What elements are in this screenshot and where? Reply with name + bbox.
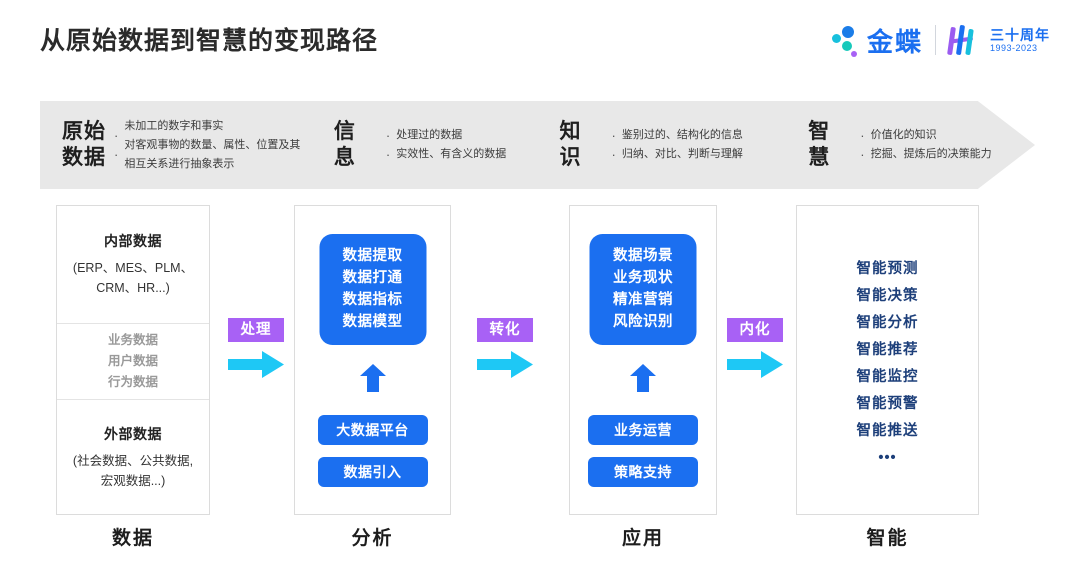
application-capability-box: 数据场景 业务现状 精准营销 风险识别 <box>589 234 697 345</box>
anniversary-label: 三十周年 <box>990 26 1050 43</box>
bullet-markers: ·· <box>860 128 865 162</box>
application-capability-item: 数据场景 <box>613 248 673 264</box>
data-type-item: 行为数据 <box>107 375 158 389</box>
data-types-section: 业务数据 用户数据 行为数据 <box>57 323 209 400</box>
pipeline-columns: 内部数据 (ERP、MES、PLM、CRM、HR...) 业务数据 用户数据 行… <box>0 205 1080 517</box>
connector-label: 处理 <box>228 318 284 342</box>
bullet-markers: ·· <box>611 128 616 162</box>
banner-stage-title-line1: 智 <box>808 120 831 144</box>
banner-bullet-text: 实效性、有含义的数据 <box>396 148 507 160</box>
connector-label: 转化 <box>477 318 533 342</box>
internal-data-sub: (ERP、MES、PLM、CRM、HR...) <box>72 261 194 295</box>
right-arrow-icon <box>228 351 284 378</box>
application-capability-item: 风险识别 <box>613 314 673 330</box>
anniversary-text: 三十周年 1993-2023 <box>990 27 1050 53</box>
connector-transform: 转化 <box>477 318 533 378</box>
banner-stage-title: 知 识 <box>560 119 608 170</box>
intelligence-item: 智能推送 <box>856 423 919 439</box>
external-data-title: 外部数据 <box>104 425 162 442</box>
banner-stage-title-line2: 数据 <box>62 146 106 169</box>
banner-stage-title-line2: 息 <box>333 146 356 169</box>
data-type-item: 业务数据 <box>107 333 158 347</box>
internal-data-title: 内部数据 <box>104 233 162 249</box>
up-arrow-icon <box>630 364 656 392</box>
banner-stage-raw-data: 原始 数据 ·· 未加工的数字和事实 对客观事物的数量、属性、位置及其相互关系进… <box>40 101 312 189</box>
analysis-platform-pill[interactable]: 大数据平台 <box>317 415 428 445</box>
bullet-markers: ·· <box>114 128 119 162</box>
intelligence-item: 智能分析 <box>856 315 919 331</box>
banner-bullet-text: 挖掘、提炼后的决策能力 <box>870 148 992 160</box>
banner-stage-title-line1: 信 <box>333 120 356 144</box>
column-card-application: 数据场景 业务现状 精准营销 风险识别 业务运营 策略支持 <box>569 205 717 515</box>
bottom-label-analysis: 分析 <box>351 528 394 549</box>
banner-stage-title: 信 息 <box>334 119 382 170</box>
analysis-capability-item: 数据提取 <box>342 248 403 264</box>
connector-internalize: 内化 <box>727 318 783 378</box>
banner-bullet-text: 处理过的数据 <box>396 129 463 141</box>
application-operations-pill[interactable]: 业务运营 <box>588 415 698 445</box>
banner-stage-information: 信 息 ·· 处理过的数据 实效性、有含义的数据 <box>312 101 538 189</box>
internal-data-section: 内部数据 (ERP、MES、PLM、CRM、HR...) <box>57 206 209 323</box>
application-capability-item: 精准营销 <box>613 292 673 308</box>
right-arrow-icon <box>727 351 783 378</box>
analysis-capability-item: 数据打通 <box>342 270 403 286</box>
column-card-analysis: 数据提取 数据打通 数据指标 数据模型 大数据平台 数据引入 <box>294 205 451 515</box>
banner-stage-knowledge: 知 识 ·· 鉴别过的、结构化的信息 归纳、对比、判断与理解 <box>538 101 787 189</box>
bottom-label-intelligence: 智能 <box>866 528 909 549</box>
analysis-capability-box: 数据提取 数据打通 数据指标 数据模型 <box>319 234 426 345</box>
banner-stage-title-line2: 识 <box>559 146 582 169</box>
anniversary-mark-icon <box>947 24 982 56</box>
banner-stage-title-line2: 慧 <box>808 146 831 169</box>
banner-bullet-text: 归纳、对比、判断与理解 <box>621 148 743 160</box>
application-capability-item: 业务现状 <box>613 270 673 286</box>
banner-bullet-text: 未加工的数字和事实 <box>124 119 224 132</box>
brand-divider <box>935 25 936 55</box>
connector-label: 内化 <box>727 318 783 342</box>
bottom-label-data: 数据 <box>111 528 154 549</box>
anniversary-years: 1993-2023 <box>990 42 1038 53</box>
data-type-item: 用户数据 <box>107 354 158 368</box>
banner-stage-title: 原始 数据 <box>62 119 110 170</box>
bullet-markers: ·· <box>385 128 391 162</box>
column-card-data: 内部数据 (ERP、MES、PLM、CRM、HR...) 业务数据 用户数据 行… <box>56 205 210 515</box>
intelligence-more: ••• <box>878 450 897 466</box>
banner-stage-title: 智 慧 <box>808 119 856 170</box>
kingdee-dots-icon <box>829 24 861 57</box>
analysis-capability-item: 数据模型 <box>342 314 403 330</box>
banner-stage-title-line1: 知 <box>559 120 582 144</box>
right-arrow-icon <box>477 351 533 378</box>
banner-stage-wisdom: 智 慧 ·· 价值化的知识 挖掘、提炼后的决策能力 <box>786 101 1035 189</box>
intelligence-item: 智能监控 <box>856 369 919 385</box>
banner-stage-title-line1: 原始 <box>62 120 106 144</box>
analysis-capability-item: 数据指标 <box>342 292 403 308</box>
banner-bullet-text: 鉴别过的、结构化的信息 <box>621 129 743 141</box>
banner-bullet-text: 价值化的知识 <box>870 129 937 141</box>
page-title: 从原始数据到智慧的变现路径 <box>40 27 379 55</box>
intelligence-item: 智能预测 <box>856 261 919 277</box>
application-strategy-pill[interactable]: 策略支持 <box>588 457 698 487</box>
stage-banner: 原始 数据 ·· 未加工的数字和事实 对客观事物的数量、属性、位置及其相互关系进… <box>40 101 1035 189</box>
brand-logo: 金蝶 三十周年 1993-2023 <box>829 22 1050 58</box>
external-data-sub: (社会数据、公共数据,宏观数据...) <box>72 453 194 488</box>
external-data-section: 外部数据 (社会数据、公共数据,宏观数据...) <box>57 400 209 514</box>
intelligence-item: 智能决策 <box>856 288 919 304</box>
column-bottom-labels: 数据 分析 应用 智能 <box>0 523 1080 557</box>
intelligence-list: 智能预测 智能决策 智能分析 智能推荐 智能监控 智能预警 智能推送 ••• <box>797 256 978 472</box>
column-card-intelligence: 智能预测 智能决策 智能分析 智能推荐 智能监控 智能预警 智能推送 ••• <box>796 205 979 515</box>
brand-name: 金蝶 <box>866 26 923 57</box>
analysis-ingest-pill[interactable]: 数据引入 <box>317 457 428 487</box>
up-arrow-icon <box>359 364 386 392</box>
intelligence-item: 智能推荐 <box>856 342 919 358</box>
banner-bullet-text: 对客观事物的数量、属性、位置及其相互关系进行抽象表示 <box>124 138 301 170</box>
connector-process: 处理 <box>228 318 284 378</box>
bottom-label-application: 应用 <box>621 528 664 549</box>
intelligence-item: 智能预警 <box>856 396 919 412</box>
